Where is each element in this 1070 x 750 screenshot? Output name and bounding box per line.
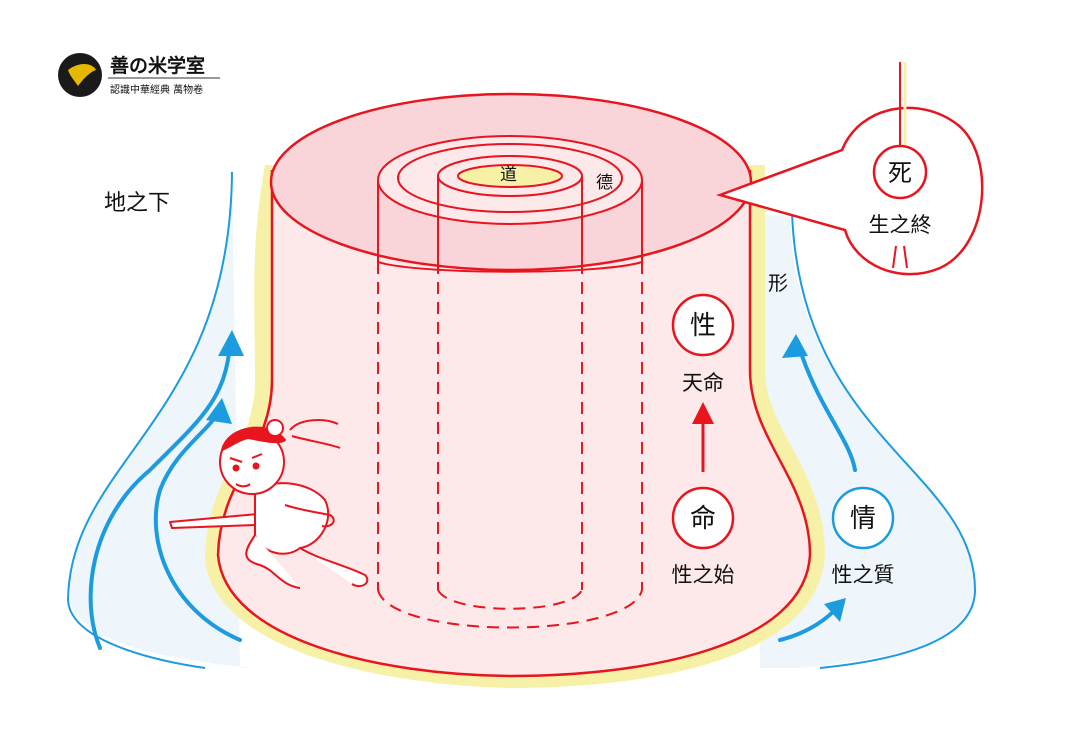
phoenix-wing <box>68 64 96 86</box>
right-curve-arrow-head <box>824 598 846 622</box>
dashed-outer-bottom <box>377 589 643 629</box>
boy-mouth <box>235 483 251 488</box>
hidden-dashed-lines <box>377 262 643 629</box>
left-flow-outer-line <box>66 171 233 669</box>
death-thread-bottom-b <box>903 245 908 269</box>
de-cylinder-bottom-curve <box>377 261 643 273</box>
boy-arm <box>284 504 335 528</box>
logo-subtitle: 認識中華經典 萬物卷 <box>110 83 203 96</box>
boy-eye-left <box>232 464 240 472</box>
de-label: 德 <box>596 173 613 193</box>
nature-node-char: 性 <box>690 311 716 341</box>
right-flow-outer-line <box>791 211 977 669</box>
below-earth-label: 地之下 <box>104 191 170 216</box>
vase-body <box>205 92 825 688</box>
dao-label: 道 <box>500 165 517 185</box>
dao-ring-inner <box>457 164 563 188</box>
nature-fate-nodes <box>671 293 895 550</box>
boy-ribbon <box>289 419 341 449</box>
death-bubble <box>715 62 984 276</box>
boy-topknot <box>266 419 284 437</box>
left-up-arrow-head-1 <box>218 330 244 356</box>
fate-node-char: 命 <box>690 504 716 534</box>
death-node-circle[interactable] <box>872 144 928 200</box>
left-up-arrow-outer <box>88 343 232 650</box>
nature-node-caption: 天命 <box>682 371 724 395</box>
right-up-arrow <box>798 348 857 472</box>
fate-to-nature-arrow-head <box>692 402 714 424</box>
text-labels: 善の米学室 認識中華經典 萬物卷 地之下 道 德 形 死 生之終 性 天命 命 … <box>104 54 932 587</box>
boy-eye-right <box>252 462 260 470</box>
fate-node-circle[interactable] <box>671 486 735 550</box>
vase-outline[interactable] <box>216 170 812 678</box>
nature-node-circle[interactable] <box>671 293 735 357</box>
emotion-node-char: 情 <box>850 504 876 534</box>
left-up-arrow-head-2 <box>206 398 232 424</box>
right-up-arrow-head <box>782 334 808 358</box>
boy-with-sword-icon <box>169 419 369 589</box>
death-node-caption: 生之終 <box>869 213 932 237</box>
death-bubble-outline[interactable] <box>715 106 984 276</box>
boy-leg-front <box>245 534 301 589</box>
form-label: 形 <box>768 271 788 295</box>
boy-leg-back <box>299 547 369 588</box>
fate-node-caption: 性之始 <box>672 563 735 587</box>
inner-cylinders <box>377 135 643 273</box>
logo-title: 善の米学室 <box>110 54 205 77</box>
right-curve-arrow <box>778 608 837 642</box>
emotion-node-circle[interactable] <box>831 486 895 550</box>
earth-flow-region <box>66 171 977 669</box>
de-ring-inner <box>397 143 623 213</box>
boy-brow <box>229 453 263 463</box>
emotion-node-caption: 性之質 <box>832 563 895 587</box>
death-node-char: 死 <box>888 159 912 187</box>
blue-arrows <box>88 330 857 650</box>
left-up-arrow-inner <box>153 410 242 642</box>
dashed-inner-bottom <box>437 589 583 610</box>
death-thread-bottom-a <box>892 245 897 269</box>
logo <box>58 53 220 97</box>
